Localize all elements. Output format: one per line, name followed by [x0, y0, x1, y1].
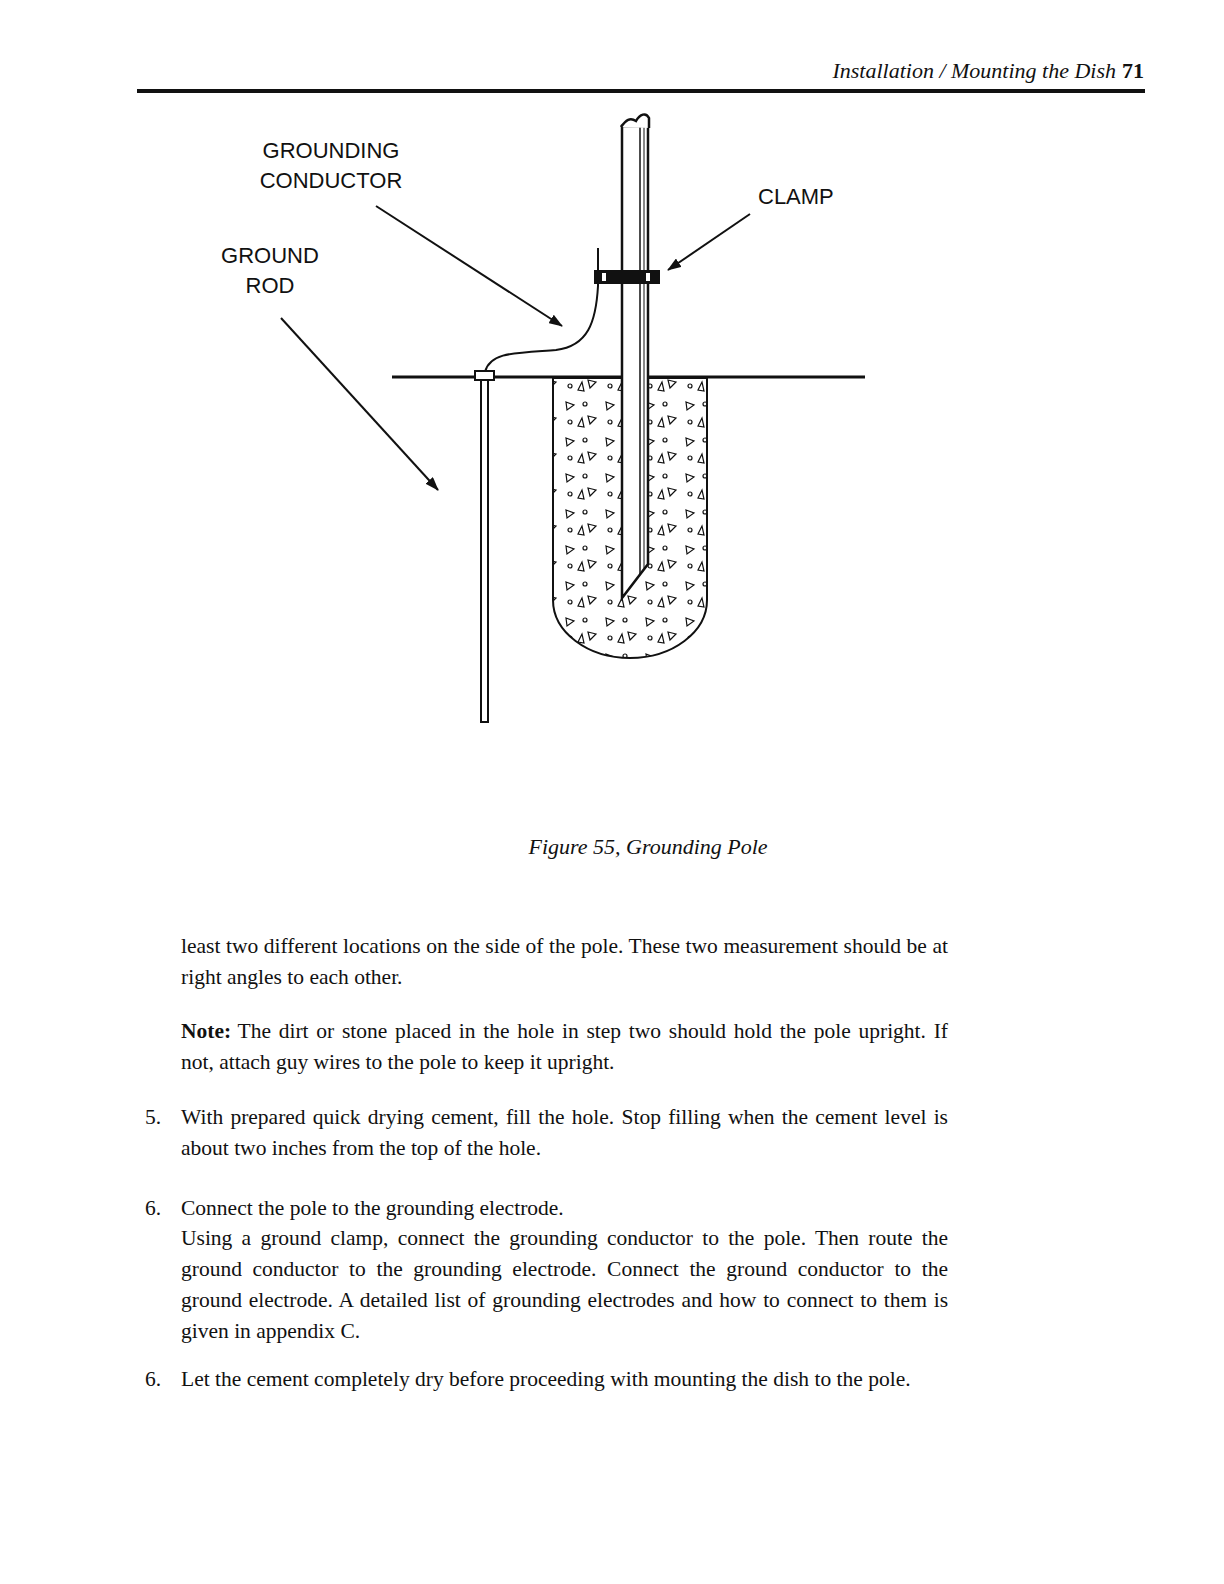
part-label: GROUNDING CONDUCTOR: [260, 138, 403, 193]
leader-arrow: [281, 318, 438, 490]
part-label-block: GROUND ROD: [195, 241, 345, 301]
step-text-block: Let the cement completely dry before pro…: [181, 1364, 948, 1395]
pole-shade: [639, 126, 641, 574]
header-rule: [137, 89, 1145, 93]
step-number: 6.: [145, 1196, 161, 1220]
part-label: CLAMP: [758, 184, 834, 209]
figure-caption: Figure 55, Grounding Pole: [398, 834, 898, 860]
step-text: Using a ground clamp, connect the ground…: [181, 1226, 948, 1343]
part-label-block: CLAMP: [758, 184, 868, 210]
page-number-block: 71: [1122, 58, 1152, 84]
running-header: Installation / Mounting the Dish: [832, 58, 1116, 83]
ground-rod: [481, 372, 488, 722]
part-label-block: GROUNDING CONDUCTOR: [236, 136, 426, 196]
pole-break: [621, 114, 649, 128]
grounding-conductor: [485, 248, 598, 372]
step-text: With prepared quick drying cement, fill …: [181, 1105, 948, 1160]
running-header-block: Installation / Mounting the Dish: [660, 58, 1116, 84]
rod-clamp: [475, 371, 494, 380]
step-text: Let the cement completely dry before pro…: [181, 1367, 911, 1391]
step-heading-block: Connect the pole to the grounding electr…: [181, 1193, 948, 1224]
step-text-block: With prepared quick drying cement, fill …: [181, 1102, 948, 1164]
leader-arrow: [376, 206, 562, 326]
step-heading: Connect the pole to the grounding electr…: [181, 1196, 564, 1220]
step-text-block: Using a ground clamp, connect the ground…: [181, 1223, 948, 1347]
pole-shade: [644, 126, 645, 568]
note-text: The dirt or stone placed in the hole in …: [181, 1019, 948, 1074]
leader-arrow: [668, 214, 750, 270]
body-text-block: least two different locations on the sid…: [181, 931, 948, 993]
pole: [622, 126, 648, 598]
clamp-bolt: [646, 273, 650, 281]
step-number: 6.: [145, 1367, 161, 1391]
note-lead: Note:: [181, 1019, 231, 1043]
clamp-bolt: [602, 273, 606, 281]
body-text: least two different locations on the sid…: [181, 934, 948, 989]
pole-clamp: [594, 270, 660, 284]
page-number: 71: [1122, 58, 1144, 83]
note-text-block: Note:The dirt or stone placed in the hol…: [181, 1016, 948, 1078]
step-number-block: 5.: [145, 1102, 181, 1133]
step-number-block: 6.: [145, 1193, 181, 1224]
step-number-block: 6.: [145, 1364, 181, 1395]
part-label: GROUND ROD: [221, 243, 319, 298]
step-number: 5.: [145, 1105, 161, 1129]
